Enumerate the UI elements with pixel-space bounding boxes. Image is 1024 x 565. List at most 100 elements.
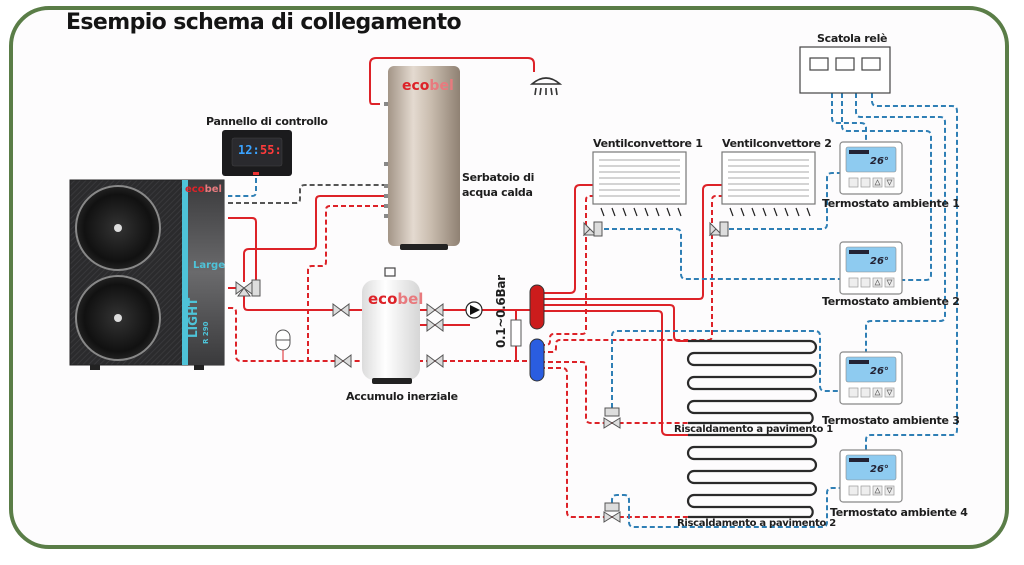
bypass-pressure-label: 0.1~0.6Bar [494,275,508,348]
diagram-title: Esempio schema di collegamento [66,10,462,35]
up-button-icon [872,485,883,496]
ball-valve-icon [426,318,444,332]
ball-valve-icon [426,354,444,368]
cold-collector [529,338,545,382]
dhw-coil-return [307,205,386,360]
thermostat-3-label: Termostato ambiente 3 [822,414,960,427]
fancoil1-valve-icon [582,221,603,237]
floor-heating-coil-2 [686,433,818,519]
up-button-icon [872,177,883,188]
shower-head-icon [529,77,563,96]
valve-to-buffer-pipe [228,287,364,311]
down-button-icon [884,177,895,188]
ball-valve-icon [426,303,444,317]
valves [235,221,729,523]
relay-box [799,46,891,94]
fancoil2-return [540,195,722,353]
hot-water-tank-logo: ecobel [402,78,454,94]
buffer-tank [362,267,420,384]
dhw-coil-supply [243,195,386,282]
down-button-icon [884,387,895,398]
ball-valve-icon [332,303,350,317]
power-button-icon [848,177,859,188]
control-panel-device [222,130,292,176]
fancoil-2 [721,151,816,205]
floor-heating-coil-1 [686,339,818,425]
floor1-thermostat-line [611,330,840,408]
fancoil1-return [540,195,596,346]
fancoil1-supply [544,184,596,294]
control-panel-display-hour: 12: [238,143,260,157]
mode-button-icon [860,387,871,398]
relay-line-3 [855,93,946,352]
floor1-supply [544,304,688,342]
hp-supply-pipe [228,217,257,286]
hot-collector [529,284,545,330]
floor1-zone-valve-icon [603,407,621,429]
mode-button-icon [860,177,871,188]
circulation-pump-icon [465,301,483,319]
thermostat-4-label: Termostato ambiente 4 [830,506,968,519]
floor2-zone-valve-icon [603,502,621,523]
thermostat-3-temperature: 26° [870,366,889,377]
relay-slot [835,57,855,71]
down-button-icon [884,485,895,496]
air-vent-icon [384,267,396,277]
pipe-network [228,57,958,528]
floor2-supply [544,310,688,436]
relay-line-1 [831,93,867,142]
thermostat-2 [839,241,903,295]
power-button-icon [848,485,859,496]
thermostat-2-temperature: 26° [870,256,889,267]
thermostat-1 [839,141,903,195]
hot-water-tank [384,66,460,250]
mode-button-icon [860,485,871,496]
relay-box-label: Scatola relè [817,32,888,45]
relay-slot [861,57,881,71]
bypass-valve-icon [510,319,522,347]
fancoil1-thermostat-line [604,228,840,280]
floor2-return [540,367,688,518]
power-button-icon [848,277,859,288]
hot-water-supply-pipe [369,57,535,105]
thermostat-4-temperature: 26° [870,464,889,475]
thermostat-1-label: Termostato ambiente 1 [822,197,960,210]
relay-slot [809,57,829,71]
thermostat-4 [839,449,903,503]
expansion-vessel-icon [275,329,291,361]
floor-heating-2-label: Riscaldamento a pavimento 2 [677,518,836,529]
fancoil-1 [592,151,687,205]
fancoil-units [592,151,816,205]
up-button-icon [872,387,883,398]
control-panel-display-minute: 55: [260,143,282,157]
fancoil2-supply [544,184,722,300]
heat-pump-model-name: LIGHT [186,297,200,338]
floor2-thermostat-line [611,487,840,528]
heat-pump-model-size: Large [193,260,225,271]
control-panel-label: Pannello di controllo [206,115,328,128]
tank-sensor-line [228,184,386,204]
thermostat-1-temperature: 26° [870,156,889,167]
heat-pump-refrigerant: R 290 [202,321,210,344]
floor-heating-1-label: Riscaldamento a pavimento 1 [674,424,833,435]
down-button-icon [884,277,895,288]
thermostat-2-label: Termostato ambiente 2 [822,295,960,308]
fancoil2-valve-icon [708,221,729,237]
ball-valve-icon [334,354,352,368]
control-signal-line [228,178,257,197]
fancoil-2-label: Ventilconvettore 2 [722,137,832,150]
heat-pump-brand-logo: ecobel [185,184,222,195]
airflow-arrows-icon [600,207,811,217]
buffer-tank-logo: ecobel [368,290,424,308]
buffer-tank-label: Accumulo inerziale [346,390,458,403]
thermostat-3 [839,351,903,405]
floor1-return [540,361,688,424]
fancoil-1-label: Ventilconvettore 1 [593,137,703,150]
hp-return-pipe [228,307,364,362]
power-button-icon [848,387,859,398]
heat-pump-unit [69,179,225,370]
up-button-icon [872,277,883,288]
three-way-valve-icon [235,279,261,297]
